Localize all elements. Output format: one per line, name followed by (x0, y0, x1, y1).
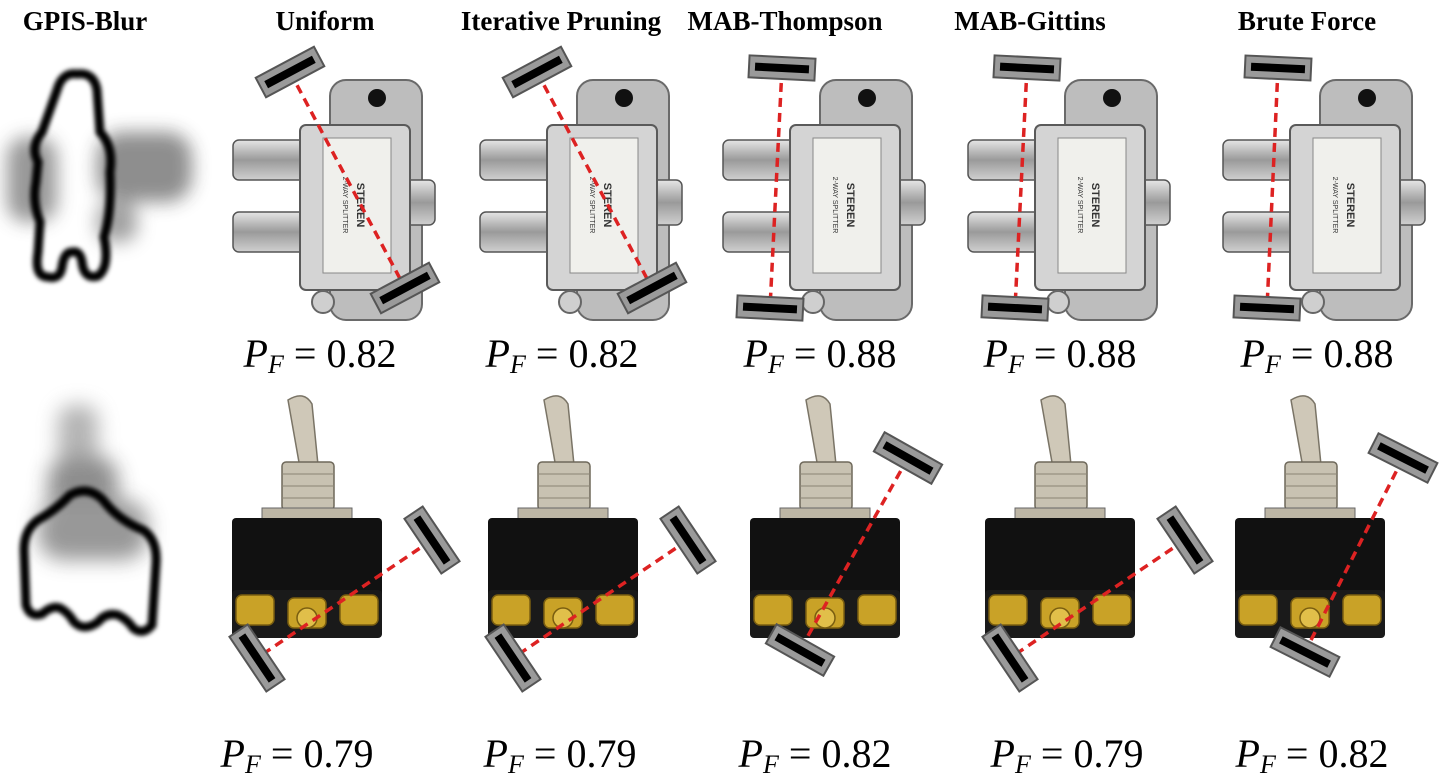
column-header-brute-force: Brute Force (1237, 6, 1377, 36)
toggle-switch-mab-gittins (975, 390, 1214, 710)
splitter-mab-gittins: STEREN 2-WAY SPLITTER (950, 40, 1175, 330)
pf-label-row2-brute-force: PF = 0.82 (1235, 731, 1389, 779)
toggle-switch-mab-thompson (740, 390, 975, 710)
toggle-switch-uniform (222, 390, 461, 710)
svg-text:2-WAY SPLITTER: 2-WAY SPLITTER (831, 177, 838, 234)
svg-text:2-WAY SPLITTER: 2-WAY SPLITTER (588, 177, 595, 234)
pf-label-row1-brute-force: PF = 0.88 (1240, 331, 1394, 379)
splitter-brute-force: STEREN 2-WAY SPLITTER (1205, 40, 1430, 330)
toggle-switch-iterative-pruning (478, 390, 717, 710)
row-header-gpis-blur: GPIS-Blur (22, 6, 148, 36)
pf-label-row1-iterative-pruning: PF = 0.82 (485, 331, 639, 379)
splitter-iterative-pruning: STEREN 2-WAY SPLITTER (462, 40, 688, 330)
svg-text:STEREN: STEREN (1344, 183, 1356, 228)
pf-label-row1-uniform: PF = 0.82 (243, 331, 397, 379)
pf-label-row2-iterative-pruning: PF = 0.79 (483, 731, 637, 779)
svg-text:STEREN: STEREN (844, 183, 856, 228)
svg-text:2-WAY SPLITTER: 2-WAY SPLITTER (1076, 177, 1083, 234)
pf-label-row2-mab-gittins: PF = 0.79 (990, 731, 1144, 779)
column-header-mab-thompson: MAB-Thompson (687, 6, 883, 36)
pf-label-row1-mab-thompson: PF = 0.88 (743, 331, 897, 379)
toggle-switch-brute-force (1225, 390, 1445, 710)
pf-label-row2-uniform: PF = 0.79 (220, 731, 374, 779)
svg-text:2-WAY SPLITTER: 2-WAY SPLITTER (341, 177, 348, 234)
gpis-blur-splitter (2, 62, 197, 287)
splitter-mab-thompson: STEREN 2-WAY SPLITTER (705, 40, 930, 330)
svg-text:STEREN: STEREN (1089, 183, 1101, 228)
column-header-mab-gittins: MAB-Gittins (954, 6, 1106, 36)
pf-label-row2-mab-thompson: PF = 0.82 (738, 731, 892, 779)
column-header-iterative-pruning: Iterative Pruning (460, 6, 662, 36)
pf-label-row1-mab-gittins: PF = 0.88 (983, 331, 1137, 379)
svg-text:2-WAY SPLITTER: 2-WAY SPLITTER (1331, 177, 1338, 234)
gpis-blur-toggle-switch (8, 400, 183, 665)
splitter-uniform: STEREN 2-WAY SPLITTER (215, 40, 441, 330)
column-header-uniform: Uniform (275, 6, 375, 36)
